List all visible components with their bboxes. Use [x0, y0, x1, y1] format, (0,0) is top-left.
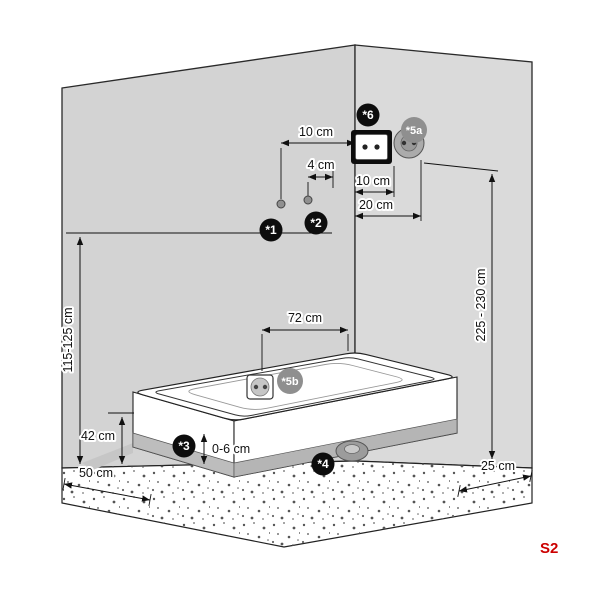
figure-code: S2 — [540, 540, 558, 557]
badge-3-label: *3 — [178, 439, 190, 453]
floor-left-label: 50 cm — [79, 466, 113, 480]
badge-6: *6 — [356, 103, 380, 127]
round-socket-hole-left — [401, 140, 407, 146]
feet-range-label: 0-6 cm — [212, 442, 250, 456]
badge-2: *2 — [304, 211, 328, 235]
badge-5b-circle — [277, 368, 303, 394]
badge-6-label: *6 — [362, 108, 374, 122]
dim-mounting-height: 115-125 cm — [59, 232, 332, 464]
junction-box-hole-left — [362, 144, 368, 150]
dim-feet-range: 0-6 cm — [200, 434, 252, 464]
badge-2-circle — [304, 211, 328, 235]
badge-2-label: *2 — [310, 216, 322, 230]
drain-inner — [344, 444, 360, 454]
floor-right-label: 25 cm — [481, 459, 515, 473]
floor-texture — [62, 461, 532, 547]
dim-socket-side: 20 cm — [355, 160, 422, 221]
tub-socket-hole-right — [262, 384, 268, 390]
badge-1-label: *1 — [265, 223, 277, 237]
dim-floor-right: 25 cm — [457, 457, 533, 497]
drain-icon — [335, 440, 369, 462]
floor-left-arrow — [63, 482, 151, 502]
badge-1-circle — [259, 218, 283, 242]
dim-tub-offset: 72 cm — [261, 309, 349, 371]
tub-basin-contour — [188, 363, 403, 410]
tub-offset-label: 72 cm — [288, 311, 322, 325]
dim-socket-drop: 10 cm — [354, 166, 395, 197]
dim-corner-offset: 10 cm — [280, 123, 355, 199]
badge-4-circle — [311, 452, 335, 476]
badge-1: *1 — [259, 218, 283, 242]
floor-right-arrow — [458, 474, 532, 493]
floor — [61, 460, 533, 548]
badge-5a-label: *5a — [406, 125, 423, 137]
badge-3-circle — [172, 434, 196, 458]
mounting-point-2-dot — [303, 195, 313, 205]
dim-floor-left: 50 cm — [62, 464, 152, 506]
point-gap-label: 4 cm — [307, 158, 334, 172]
tub-socket-hole-left — [253, 384, 259, 390]
badge-3: *3 — [172, 434, 196, 458]
ceiling-height-label: 225 - 230 cm — [474, 269, 488, 342]
tub-socket-icon — [246, 374, 274, 400]
tub-height-label: 42 cm — [81, 429, 115, 443]
badge-4-label: *4 — [317, 457, 329, 471]
tub-socket-face — [250, 377, 270, 397]
dim-ceiling-height: 225 - 230 cm — [423, 162, 499, 459]
socket-drop-label: 10 cm — [356, 174, 390, 188]
badge-4: *4 — [311, 452, 335, 476]
badge-5a: *5a — [401, 117, 427, 143]
corner-offset-label: 10 cm — [299, 125, 333, 139]
dim-point-gap: 4 cm — [305, 156, 337, 196]
dim-tub-height: 42 cm — [79, 412, 134, 464]
marker-badges: *1 *2 *3 *4 *5a *5b *6 — [172, 103, 427, 476]
mounting-point-1-dot — [276, 199, 286, 209]
badge-5a-circle — [401, 117, 427, 143]
junction-box-hole-right — [374, 144, 380, 150]
wall-socket-assembly — [351, 127, 425, 164]
badge-5b: *5b — [277, 368, 303, 394]
badge-5b-label: *5b — [281, 376, 298, 388]
junction-box-face — [355, 134, 388, 160]
mounting-height-label: 115-125 cm — [61, 307, 75, 372]
badge-6-circle — [356, 103, 380, 127]
socket-side-label: 20 cm — [359, 198, 393, 212]
ceiling-height-reference-line — [423, 162, 499, 172]
